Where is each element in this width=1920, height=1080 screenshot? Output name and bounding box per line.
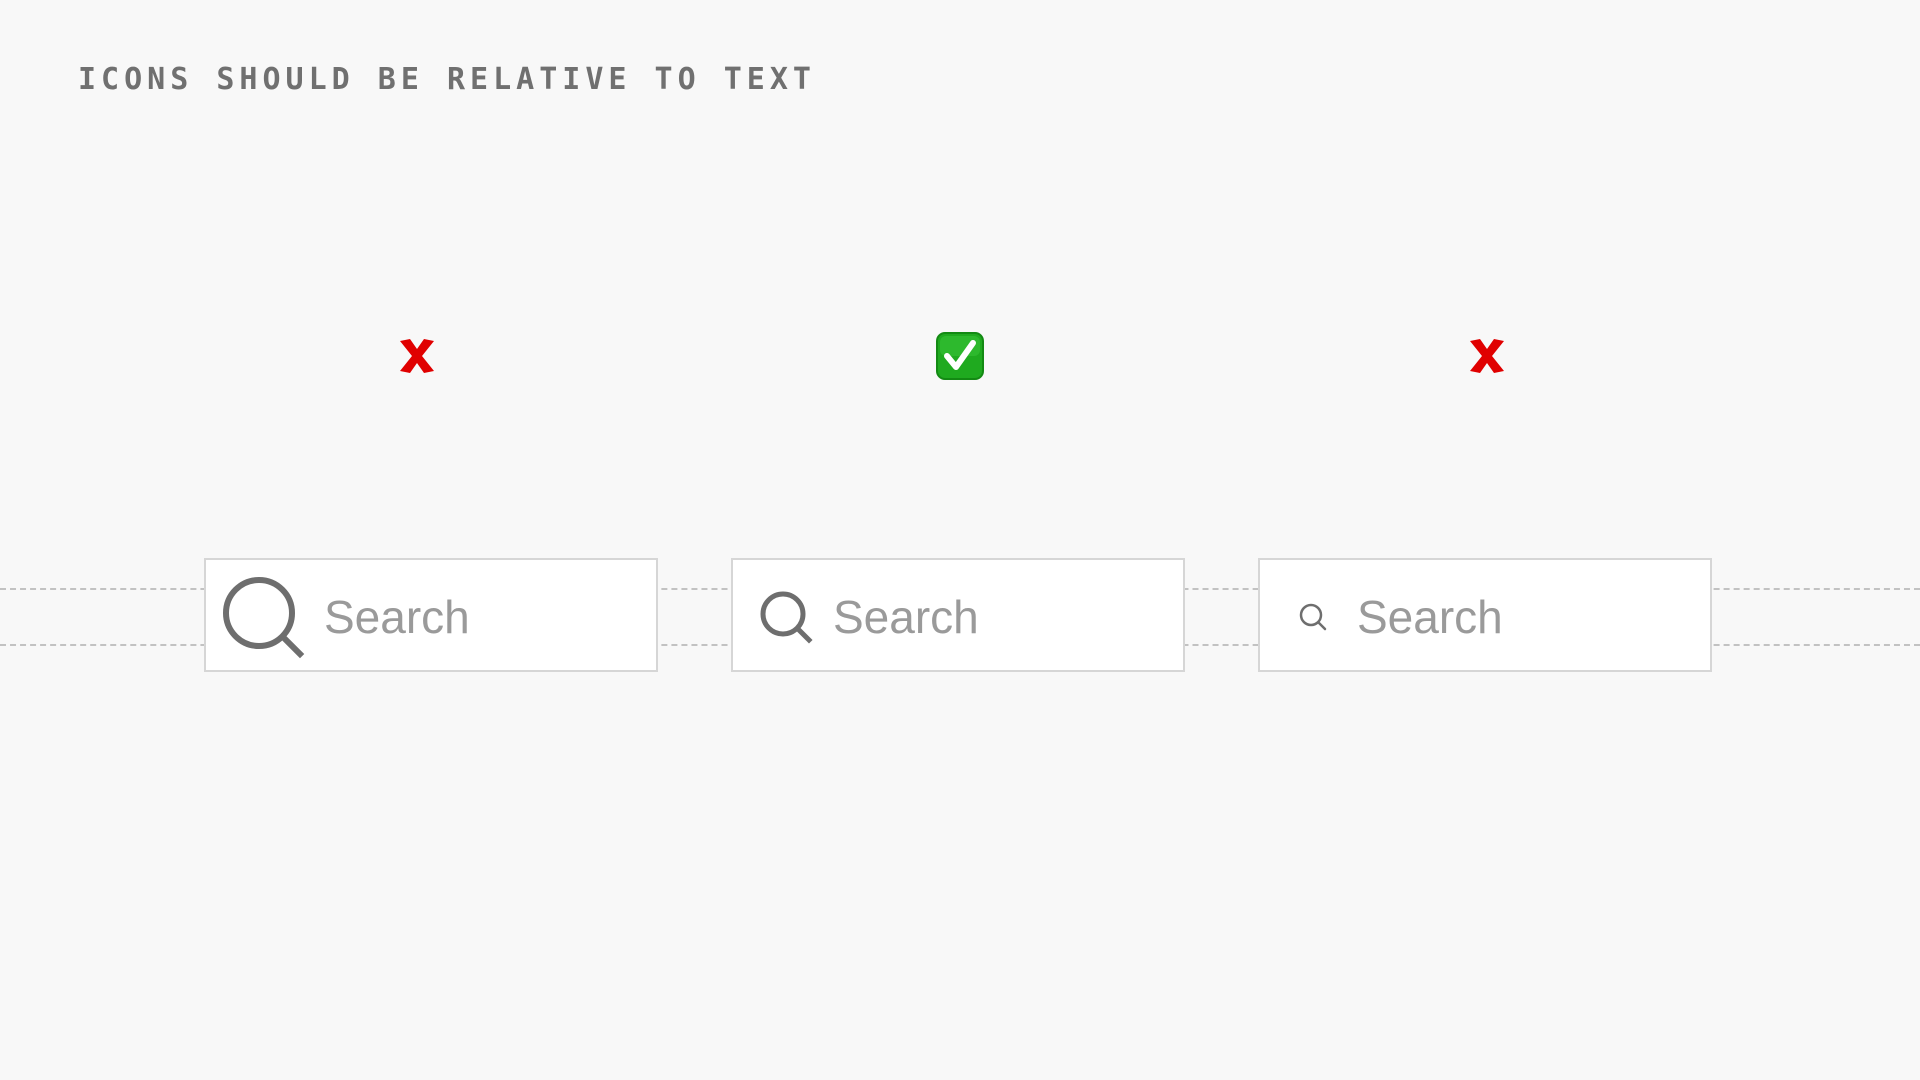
search-placeholder: Search xyxy=(833,591,979,643)
search-icon xyxy=(1299,603,1327,631)
search-input[interactable]: Search xyxy=(1258,558,1712,672)
search-icon xyxy=(760,591,813,644)
search-placeholder: Search xyxy=(324,591,470,643)
cross-mark-icon xyxy=(1463,332,1511,380)
search-input[interactable]: Search xyxy=(204,558,658,672)
search-icon xyxy=(223,577,305,659)
search-placeholder: Search xyxy=(1357,591,1503,643)
cross-mark-icon xyxy=(393,332,441,380)
page-title: ICONS SHOULD BE RELATIVE TO TEXT xyxy=(78,62,816,97)
search-input[interactable]: Search xyxy=(731,558,1185,672)
check-mark-icon xyxy=(936,332,984,380)
